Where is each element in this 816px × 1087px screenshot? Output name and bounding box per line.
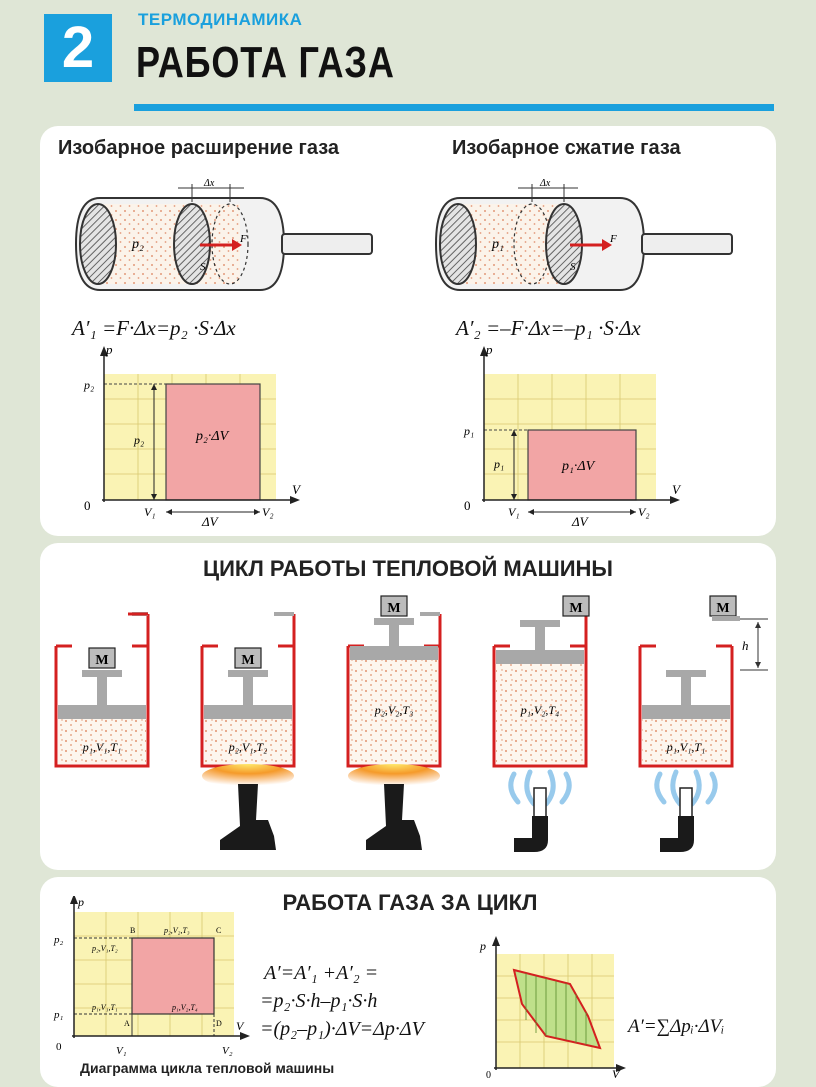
state-label: p₁,V₁,T₁ [82, 740, 122, 754]
y-axis-label: p [77, 896, 84, 909]
expansion-work-formula: A′₁ =F·Δx=p₂ ·S·Δx [72, 316, 236, 340]
state-d-label: p₁,V₂,T₄ [171, 1003, 198, 1012]
state-c-label: p₂,V₂,T₃ [163, 926, 190, 935]
stage-1: M p₁,V₁,T₁ [54, 612, 150, 768]
summation-work-formula: A′=∑Δpᵢ·ΔVᵢ [628, 1016, 725, 1037]
v2-tick: V₂ [638, 505, 650, 519]
x-axis-label: V [236, 1019, 245, 1033]
cycle-work-formula-line-2: =p₂·S·h–p₁·S·h [260, 990, 378, 1012]
v1-tick: V₁ [508, 505, 520, 519]
origin-label: 0 [84, 498, 91, 513]
mass-label: M [569, 601, 582, 616]
state-label: p₁,V₁,T₁ [666, 740, 706, 754]
compression-cylinder-figure: Δx p₁ F S [434, 178, 733, 291]
stage-4: M p₁,V₂,T₄ [492, 595, 590, 852]
height-label: h [742, 638, 749, 653]
mass-label: M [95, 653, 108, 668]
area-label: S [200, 261, 206, 273]
point-a: A [124, 1019, 130, 1028]
x-axis-label: V [612, 1067, 621, 1079]
cycle-work-title: РАБОТА ГАЗА ЗА ЦИКЛ [282, 890, 538, 915]
cycle-title: ЦИКЛ РАБОТЫ ТЕПЛОВОЙ МАШИНЫ [203, 556, 613, 581]
p-dimension: p₁ [493, 457, 504, 471]
v2-tick: V₂ [262, 505, 274, 519]
expansion-title: Изобарное расширение газа [58, 137, 340, 159]
p-tick: p₂ [83, 378, 94, 392]
expansion-pv-chart: p p₂ p₂ p₂·ΔV 0 V₁ V₂ ΔV V [83, 344, 302, 529]
dv-label: ΔV [201, 514, 220, 529]
origin-label: 0 [464, 498, 471, 513]
work-area-label: p₁·ΔV [561, 459, 596, 474]
p2-tick: p₂ [53, 934, 64, 946]
y-axis-label: p [485, 344, 493, 357]
compression-pv-chart: p p₁ p₁ p₁·ΔV 0 V₁ V₂ ΔV V [463, 344, 682, 529]
y-axis-label: p [105, 344, 113, 357]
v1-tick: V₁ [116, 1045, 127, 1057]
p-dimension: p₂ [133, 433, 144, 447]
state-b-label: p₂,V₁,T₂ [91, 944, 118, 953]
point-d: D [216, 1019, 222, 1028]
force-label: F [609, 233, 617, 245]
stage-3: M p₂,V₂,T₃ [346, 595, 442, 850]
origin-label: 0 [486, 1070, 491, 1079]
v2-tick: V₂ [222, 1045, 233, 1057]
point-b: B [130, 926, 135, 935]
cycle-work-formula-line-3: =(p₂–p₁)·ΔV=Δp·ΔV [260, 1018, 424, 1040]
stage-2: M p₂,V₁,T₂ [200, 612, 296, 850]
dv-label: ΔV [571, 514, 590, 529]
force-label: F [239, 233, 247, 245]
burner-icon [220, 784, 276, 850]
burner-icon [366, 784, 422, 850]
dx-label: Δx [539, 178, 551, 189]
arbitrary-cycle-chart: p 0 V [479, 936, 626, 1079]
mass-label: M [716, 601, 729, 616]
page-title: РАБОТА ГАЗА [136, 38, 395, 87]
area-label: S [570, 261, 576, 273]
state-label: p₁,V₂,T₄ [520, 703, 560, 717]
y-axis-label: p [479, 939, 486, 953]
p1-tick: p₁ [53, 1009, 64, 1021]
compression-work-formula: A′₂ =–F·Δx=–p₁ ·S·Δx [456, 316, 641, 340]
piston-pressure: p₁ [491, 237, 504, 252]
flame-icon [348, 764, 440, 788]
cycle-work-formula-line-1: A′=A′₁ +A′₂ = [264, 962, 379, 984]
x-axis-label: V [292, 482, 302, 497]
expansion-cylinder-figure: Δx p₂ F S [74, 178, 373, 291]
stage-5: M h p₁,V₁,T₁ [638, 595, 768, 852]
cooling-icon [508, 769, 572, 807]
origin-label: 0 [56, 1041, 62, 1053]
state-label: p₂,V₂,T₃ [374, 703, 414, 717]
header-subtitle: ТЕРМОДИНАМИКА [138, 10, 303, 29]
cooler-icon [514, 816, 548, 852]
piston-pressure: p₂ [131, 237, 144, 252]
cooler-icon [660, 816, 694, 852]
v1-tick: V₁ [144, 505, 156, 519]
p-tick: p₁ [463, 424, 474, 438]
header-divider [134, 104, 774, 111]
state-a-label: p₁,V₁,T₁ [91, 1003, 118, 1012]
dx-label: Δx [203, 178, 215, 189]
cooling-icon [654, 769, 718, 807]
mass-label: M [387, 601, 400, 616]
x-axis-label: V [672, 482, 682, 497]
mass-label: M [241, 653, 254, 668]
compression-title: Изобарное сжатие газа [452, 137, 681, 159]
state-label: p₂,V₁,T₂ [228, 740, 268, 754]
cycle-stages-figure: M p₁,V₁,T₁ M p₂,V₁,T₂ M p₂,V₂,T₃ [54, 595, 768, 852]
cycle-diagram-caption: Диаграмма цикла тепловой машины [80, 1060, 335, 1076]
point-c: C [216, 926, 221, 935]
work-area-label: p₂·ΔV [195, 429, 230, 444]
cycle-pv-chart: p p₂ p₁ 0 V₁ V₂ V B C A D p₂,V₁,T₂ p₂,V₂… [53, 896, 250, 1057]
section-number-badge: 2 [44, 14, 112, 82]
flame-icon [202, 764, 294, 788]
